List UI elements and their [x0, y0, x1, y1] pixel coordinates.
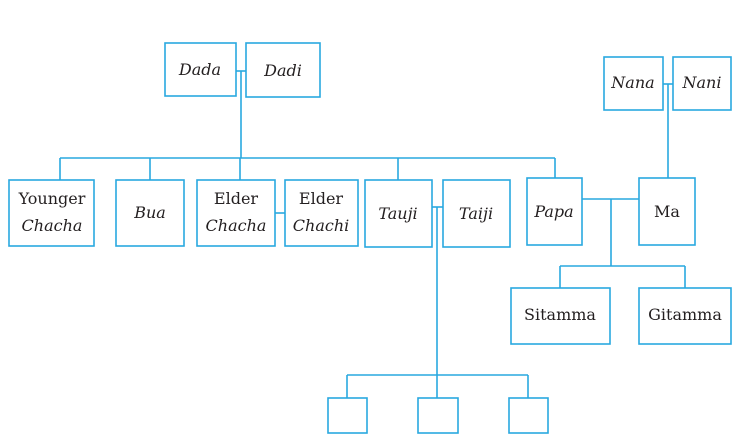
- person-gitamma-label: Gitamma: [648, 305, 722, 324]
- empty-child-box-2: [417, 397, 459, 434]
- person-elder-chachi: Elder Chachi: [284, 179, 359, 247]
- empty-child-box-1: [327, 397, 368, 434]
- person-ma: Ma: [638, 177, 696, 246]
- person-younger-chacha: Younger Chacha: [8, 179, 95, 247]
- person-nani-label: Nani: [682, 73, 722, 92]
- person-dadi-label: Dadi: [263, 61, 302, 80]
- person-nana: Nana: [603, 56, 664, 111]
- person-tauji: Tauji: [364, 179, 433, 248]
- person-elder-chacha: Elder Chacha: [196, 179, 276, 247]
- person-nana-label: Nana: [610, 73, 654, 92]
- person-dada: Dada: [164, 42, 237, 97]
- person-younger-chacha-line1: Younger: [18, 189, 86, 208]
- person-elder-chachi-line2: Chachi: [293, 216, 349, 235]
- person-nani: Nani: [672, 56, 732, 111]
- person-sitamma-label: Sitamma: [524, 305, 596, 324]
- person-younger-chacha-line2: Chacha: [22, 216, 83, 235]
- person-sitamma: Sitamma: [510, 287, 611, 345]
- connectors: [59, 70, 686, 398]
- person-tauji-label: Tauji: [378, 204, 417, 223]
- person-dada-label: Dada: [178, 60, 221, 79]
- person-elder-chacha-line1: Elder: [214, 189, 259, 208]
- person-elder-chacha-line2: Chacha: [206, 216, 267, 235]
- person-taiji: Taiji: [442, 179, 511, 248]
- empty-child-box-3: [508, 397, 549, 434]
- person-bua: Bua: [115, 179, 185, 247]
- person-elder-chachi-line1: Elder: [299, 189, 344, 208]
- person-bua-label: Bua: [133, 203, 166, 222]
- person-papa: Papa: [526, 177, 583, 246]
- person-ma-label: Ma: [654, 202, 680, 221]
- person-papa-label: Papa: [533, 202, 573, 221]
- person-dadi: Dadi: [245, 42, 321, 98]
- person-taiji-label: Taiji: [459, 204, 493, 223]
- person-gitamma: Gitamma: [638, 287, 732, 345]
